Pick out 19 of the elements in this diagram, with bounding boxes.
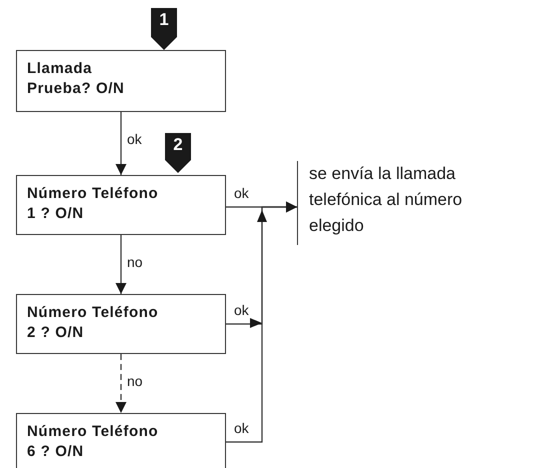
- edge-label: ok: [233, 302, 250, 318]
- arrow: [116, 235, 126, 294]
- edge-label: ok: [233, 185, 250, 201]
- step-marker: 2: [165, 133, 191, 173]
- box-text: Número Teléfono 1 ? O/N: [27, 184, 160, 224]
- process-box: [16, 50, 226, 112]
- arrow: [226, 202, 297, 443]
- box-text: Llamada Prueba? O/N: [27, 59, 126, 99]
- arrow: [116, 112, 126, 175]
- process-box: [16, 413, 226, 468]
- edge-label: ok: [126, 131, 143, 147]
- process-box: [16, 294, 226, 354]
- step-marker: 1: [151, 8, 177, 50]
- box-text: Número Teléfono 6 ? O/N: [27, 422, 160, 462]
- note-text: se envía la llamada telefónica al número elegido: [297, 161, 497, 245]
- process-box: [16, 175, 226, 235]
- edge-label: ok: [233, 420, 250, 436]
- arrow: [116, 354, 126, 413]
- box-text: Número Teléfono 2 ? O/N: [27, 303, 160, 343]
